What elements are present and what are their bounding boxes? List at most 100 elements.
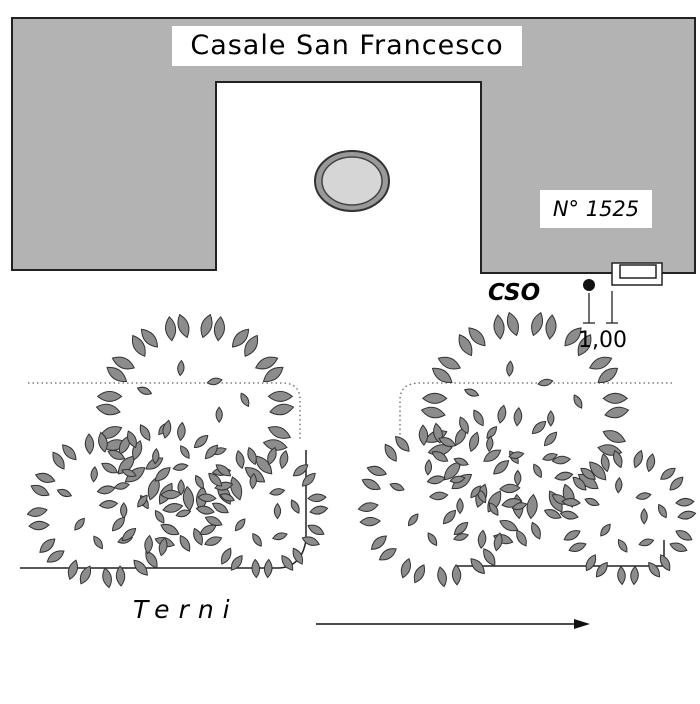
hedge-leaf xyxy=(463,388,480,397)
hedge-leaf xyxy=(366,465,388,476)
hedge-leaf xyxy=(204,444,219,460)
hedge-leaf xyxy=(177,479,185,496)
hedge-leaf xyxy=(133,559,148,576)
hedge-leaf xyxy=(267,446,277,466)
hedge-leaf xyxy=(172,463,189,471)
hedge-leaf xyxy=(378,548,397,561)
hedge-leaf xyxy=(221,547,232,565)
hedge-leaf xyxy=(493,460,510,475)
hedge-leaf xyxy=(477,529,487,549)
meter-box-icon xyxy=(611,262,663,286)
hedge-leaf xyxy=(206,377,223,386)
hedge-leaf xyxy=(162,419,172,439)
hedge-leaf xyxy=(39,538,56,553)
hedge-leaf xyxy=(211,502,229,514)
hedge-leaf xyxy=(219,493,235,502)
hedge-leaf xyxy=(158,537,168,557)
hedge-leaf xyxy=(204,536,223,546)
house-number-label: N° 1525 xyxy=(540,190,652,228)
hedge-leaf xyxy=(561,497,581,507)
hedge-leaf xyxy=(35,472,56,483)
hedge-leaf xyxy=(600,453,610,473)
hedge-icon xyxy=(26,311,697,589)
hedge-leaf xyxy=(580,467,596,480)
hedge-leaf xyxy=(531,420,547,435)
hedge-leaf xyxy=(215,406,223,424)
hedge-leaf xyxy=(357,502,379,512)
hedge-leaf xyxy=(551,455,571,465)
hedge-leaf xyxy=(486,435,494,453)
distance-dimension xyxy=(583,291,618,324)
hedge-leaf xyxy=(669,542,688,552)
hedge-leaf xyxy=(179,534,191,552)
hedge-leaf xyxy=(252,533,262,547)
hedge-leaf xyxy=(230,555,243,571)
hedge-leaf xyxy=(669,476,684,491)
hedge-leaf xyxy=(195,474,204,490)
hedge-leaf xyxy=(407,513,419,527)
hedge-leaf xyxy=(263,558,273,579)
hedge-leaf xyxy=(613,449,623,469)
hedge-leaf xyxy=(269,403,295,416)
hedge-leaf xyxy=(429,491,449,501)
hedge-leaf xyxy=(193,434,209,449)
hedge-leaf xyxy=(547,410,555,427)
hedge-leaf xyxy=(107,450,126,460)
hedge-leaf xyxy=(147,476,160,501)
hedge-leaf xyxy=(600,523,611,537)
hedge-leaf xyxy=(120,502,128,519)
hedge-leaf xyxy=(470,485,481,499)
hedge-leaf xyxy=(111,516,126,532)
hedge-leaf xyxy=(453,521,469,536)
hedge-leaf xyxy=(307,524,325,535)
hedge-leaf xyxy=(262,366,284,383)
hedge-leaf xyxy=(418,424,429,446)
hedge-leaf xyxy=(290,499,300,514)
street-name-label: Terni xyxy=(133,595,239,624)
hedge-leaf xyxy=(486,425,497,439)
hedge-leaf xyxy=(200,313,213,339)
hedge-leaf xyxy=(511,502,528,511)
hedge-leaf xyxy=(301,472,316,487)
hedge-leaf xyxy=(400,557,411,579)
hedge-leaf xyxy=(633,449,643,469)
hedge-leaf xyxy=(162,503,184,513)
hedge-leaf xyxy=(589,356,613,370)
hedge-leaf xyxy=(537,378,554,387)
hedge-leaf xyxy=(589,461,607,481)
fountain-icon xyxy=(314,150,390,212)
hedge-leaf xyxy=(247,446,257,466)
hedge-leaf xyxy=(95,403,121,416)
hedge-leaf xyxy=(384,443,397,462)
hedge-leaf xyxy=(658,503,667,519)
hedge-leaf xyxy=(262,439,288,451)
hedge-leaf xyxy=(640,508,648,525)
hedge-leaf xyxy=(453,533,469,541)
hedge-leaf xyxy=(244,334,259,357)
hedge-leaf xyxy=(370,535,387,550)
hedge-leaf xyxy=(635,492,652,500)
hedge-leaf xyxy=(234,518,246,532)
hedge-leaf xyxy=(144,534,153,555)
hedge-leaf xyxy=(52,451,65,470)
hedge-leaf xyxy=(62,444,77,461)
hedge-leaf xyxy=(437,566,447,588)
hedge-leaf xyxy=(46,550,65,563)
hedge-leaf xyxy=(516,529,527,547)
hedge-leaf xyxy=(131,334,146,357)
hedge-leaf xyxy=(102,567,112,589)
hedge-leaf xyxy=(568,542,587,552)
hedge-leaf xyxy=(139,424,151,442)
hedge-leaf xyxy=(121,468,137,478)
hedge-leaf xyxy=(154,509,165,524)
hedge-leaf xyxy=(240,392,250,408)
hedge-leaf xyxy=(359,516,381,527)
hedge-leaf xyxy=(563,530,581,541)
hedge-leaf xyxy=(204,516,223,526)
hedge-leaf xyxy=(96,390,123,402)
hedge-leaf xyxy=(488,502,499,516)
hedge-leaf xyxy=(545,314,557,340)
hedge-leaf xyxy=(235,450,245,470)
hedge-leaf xyxy=(559,510,579,520)
hedge-leaf xyxy=(93,535,103,550)
